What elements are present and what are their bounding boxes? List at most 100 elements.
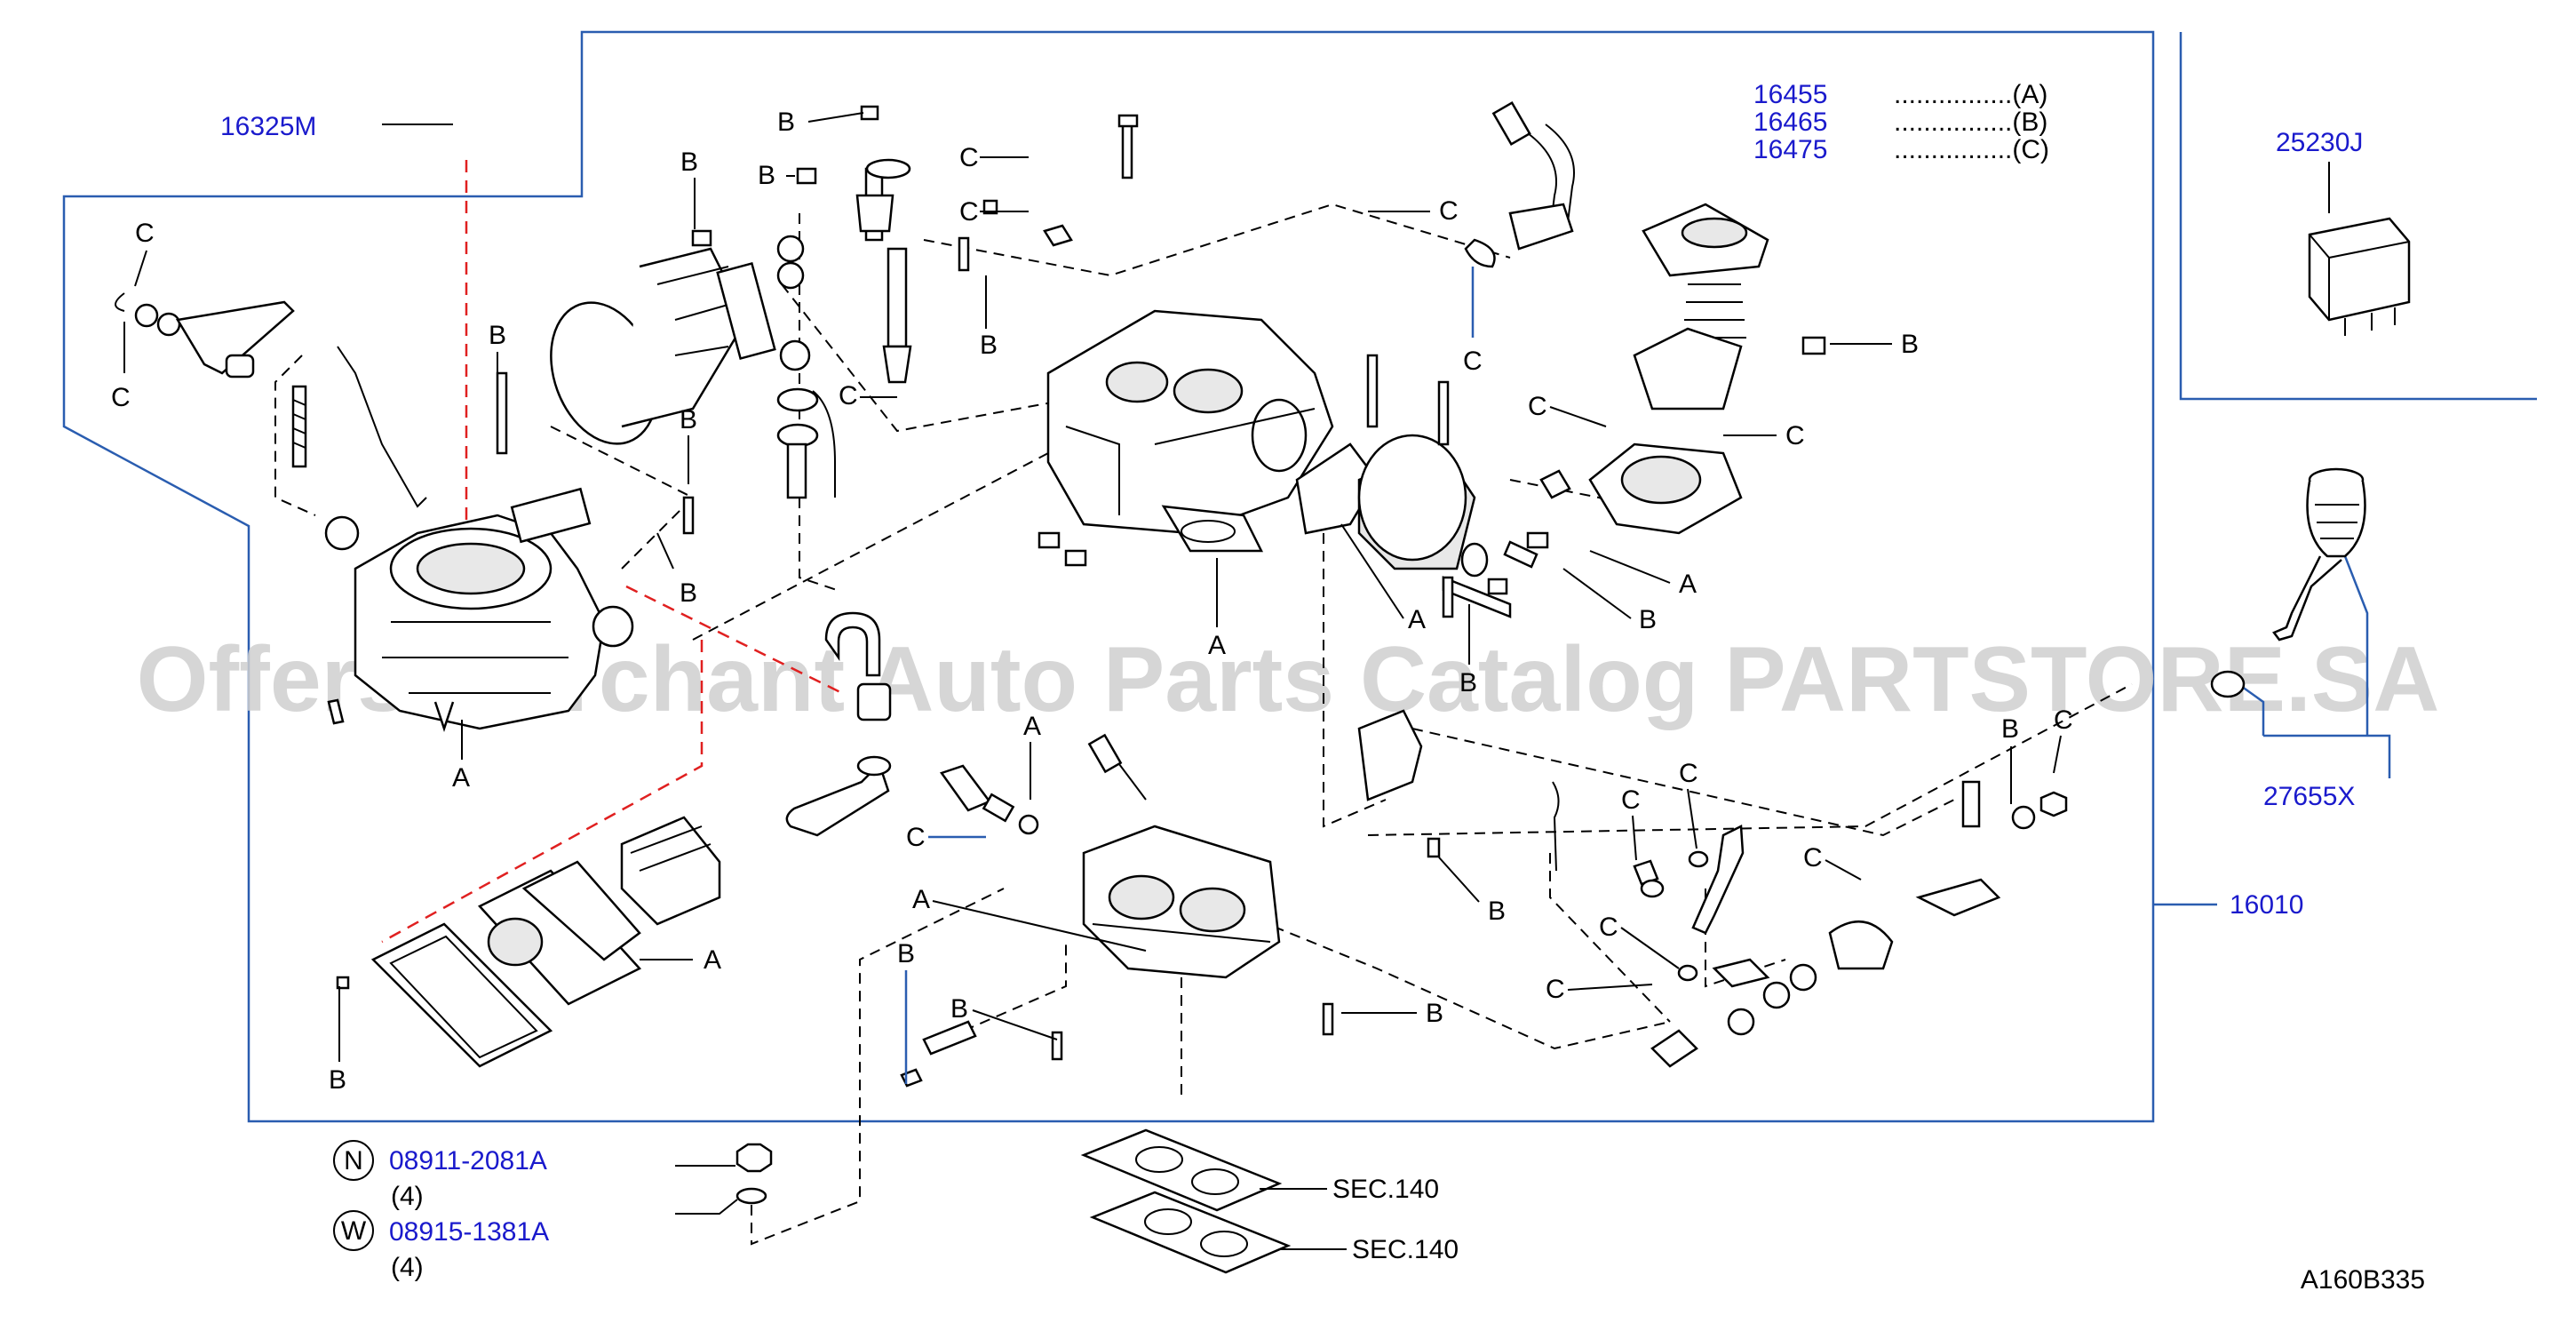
legend: 16455 ................(A) 16465 ........… [1753,80,2049,164]
throttle-linkage-upper-left [115,292,427,508]
callout-25230J[interactable]: 25230J [2276,128,2363,157]
gasket-sec140-upper [1080,1128,1283,1212]
washer-icon [735,1187,767,1205]
qty-08915: (4) [391,1253,424,1282]
dash-a12 [963,942,1067,1032]
label-b: B [680,147,698,177]
label-a: A [912,885,930,914]
gasket-sec140-lower [1089,1191,1292,1274]
label-a: A [452,763,470,793]
label-b: B [2001,714,2019,744]
callout-08915[interactable]: 08915-1381A [389,1217,549,1247]
dash-a4 [781,283,1116,433]
callout-08911[interactable]: 08911-2081A [389,1146,547,1176]
qty-08911: (4) [391,1182,424,1211]
label-c: C [1463,347,1483,376]
dash-a10 [1092,852,1671,1050]
circled-n: N [344,1146,363,1176]
legend-dots-1: ................(B) [1894,108,2047,137]
label-b: B [777,108,795,137]
throttle-body-lower [939,733,1281,979]
circle-w [333,1210,374,1251]
dash-a6 [923,203,1511,277]
label-a: A [704,945,721,975]
label-c: C [1546,975,1565,1004]
label-c: C [1803,843,1823,873]
callout-16325M[interactable]: 16325M [220,112,316,141]
dash-a3 [692,452,1049,641]
label-b: B [680,405,697,434]
callout-27655X[interactable]: 27655X [2263,782,2355,811]
label-a: A [1208,631,1226,660]
dash-a13 [1549,853,1671,1023]
hoses [785,611,892,837]
label-c: C [1785,421,1805,450]
dash-a14 [1705,889,1786,988]
choke-connector [1464,100,1575,268]
linkage-lower-right [1357,709,2068,1068]
leader-27655X [2238,555,2391,778]
label-a: A [1023,712,1041,741]
carburetor-assembly-left [324,487,634,732]
label-b: B [950,994,968,1024]
dash-a1 [274,355,316,516]
label-b: B [1901,330,1919,359]
label-c: C [111,383,131,412]
red-guide-3 [381,640,704,944]
gasket-hole [1191,1168,1239,1195]
leader-08915 [675,1199,738,1215]
gasket-hole [1200,1231,1248,1257]
label-a: A [1408,605,1426,634]
letter-callouts: C C B B B A B B B C C B C C C B C C [111,108,2073,1095]
actuator-27655X [2210,467,2366,698]
label-c: C [1679,759,1698,788]
dash-a7 [1323,462,1387,828]
side-frame [2179,32,2537,401]
drawing-code: A160B335 [2301,1265,2425,1295]
relay-25230J [2308,217,2411,336]
label-c: C [135,219,155,248]
label-c: C [959,143,979,172]
air-duct [550,247,776,445]
label-b: B [1639,605,1657,634]
legend-part-1[interactable]: 16465 [1753,108,1827,137]
label-c: C [1621,785,1641,815]
main-frame [62,30,2155,1123]
legend-part-0[interactable]: 16455 [1753,80,1827,109]
air-cleaner-assembly [336,816,721,1068]
label-c: C [906,823,926,852]
nut-icon [735,1143,773,1173]
label-b: B [1426,999,1443,1028]
accelerator-pump-parts [776,158,912,499]
dash-a5 [799,213,840,592]
label-c: C [1439,196,1459,226]
label-b: B [1488,897,1506,926]
legend-part-2[interactable]: 16475 [1753,135,1827,164]
label-b: B [680,578,697,608]
callout-sec140-1[interactable]: SEC.140 [1332,1175,1439,1204]
label-b: B [329,1065,346,1095]
label-b: B [489,321,506,350]
gasket-hole [1135,1146,1183,1173]
label-c: C [839,381,858,410]
label-a: A [1679,570,1697,599]
label-b: B [758,161,775,190]
callout-sec140-2[interactable]: SEC.140 [1352,1235,1459,1264]
label-c: C [1599,913,1618,942]
callout-16010[interactable]: 16010 [2230,890,2303,920]
label-b: B [980,331,998,360]
label-b: B [897,939,915,968]
label-c: C [2054,705,2073,735]
label-c: C [1528,392,1547,421]
dash-fastener [751,888,1005,1246]
legend-dots-0: ................(A) [1894,80,2047,109]
label-b: B [1459,668,1477,697]
circled-w: W [341,1216,367,1246]
choke-diaphragm [1503,203,1769,569]
gasket-hole [1144,1208,1192,1235]
legend-dots-2: ................(C) [1894,135,2049,164]
float-chamber [1295,434,1512,618]
dash-a9 [1411,728,1955,837]
